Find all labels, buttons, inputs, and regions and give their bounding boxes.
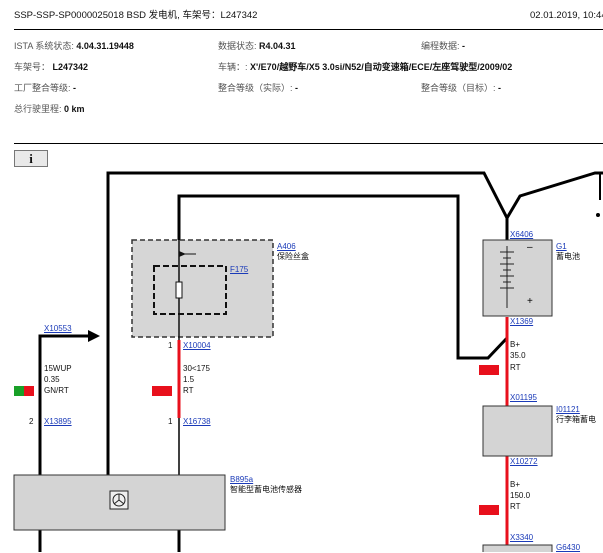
wire-spec: 30<175 xyxy=(183,364,210,373)
f175-fuse xyxy=(153,265,227,315)
wire-spec: 1.5 xyxy=(183,375,195,384)
wire-spec: 35.0 xyxy=(510,351,526,360)
wire-spec: 15WUP xyxy=(44,364,72,373)
swatch-red-1 xyxy=(152,386,172,396)
wire-spec: RT xyxy=(183,386,194,395)
programming-data: 编程数据: - xyxy=(421,41,466,51)
component-g6430-link[interactable]: G6430 xyxy=(556,543,581,552)
component-g1-link[interactable]: G1 xyxy=(556,242,567,251)
fuse-element xyxy=(175,281,183,299)
wire-top-right xyxy=(505,171,603,219)
a406-fuse-box xyxy=(131,239,274,338)
pin-label: 1 xyxy=(168,417,173,426)
red-wires xyxy=(177,317,509,545)
component-i01121-link[interactable]: I01121 xyxy=(556,405,580,414)
connector-x10004[interactable]: X10004 xyxy=(183,341,211,350)
battery-symbol xyxy=(500,246,514,308)
battery-minus: – xyxy=(527,242,533,253)
wire-spec: B+ xyxy=(510,480,521,489)
wire-top-loop xyxy=(106,171,509,475)
target-level: 整合等级（目标）: - xyxy=(421,83,502,93)
g6430-box xyxy=(482,544,553,552)
pin-label: 1 xyxy=(168,341,173,350)
connector-x16738[interactable]: X16738 xyxy=(183,417,211,426)
wire-spec: B+ xyxy=(510,340,521,349)
component-b895a-link[interactable]: B895a xyxy=(230,475,254,484)
connector-x13895[interactable]: X13895 xyxy=(44,417,72,426)
factory-level: 工厂整合等级: - xyxy=(14,83,77,93)
wire-spec: 150.0 xyxy=(510,491,531,500)
connector-x10272[interactable]: X10272 xyxy=(510,457,538,466)
info-button[interactable]: i xyxy=(14,150,48,167)
sensor-icon-leg-r xyxy=(118,499,125,505)
g1-battery-box xyxy=(482,239,553,317)
swatch-red-3 xyxy=(479,505,499,515)
page-title: SSP-SSP-SP0000025018 BSD 发电机, 车架号：L24734… xyxy=(14,10,258,21)
swatch-green xyxy=(14,386,24,396)
swatch-red-grn xyxy=(24,386,34,396)
info-icon: i xyxy=(29,150,33,166)
vehicle: 车辆：: X'/E70/越野车/X5 3.0si/N52/自动变速箱/ECE/左… xyxy=(218,62,513,72)
wire-spec: GN/RT xyxy=(44,386,69,395)
x10553-arrow xyxy=(88,330,100,342)
swatch-red-2 xyxy=(479,365,499,375)
sensor-icon-leg-l xyxy=(113,499,120,505)
battery-plus: + xyxy=(527,296,533,307)
connector-x1369[interactable]: X1369 xyxy=(510,317,534,326)
i01121-box xyxy=(482,405,553,457)
connector-x6406[interactable]: X6406 xyxy=(510,230,534,239)
vin: 车架号： L247342 xyxy=(14,62,89,72)
connector-x10553[interactable]: X10553 xyxy=(44,324,72,333)
component-b895a-name: 智能型蓄电池传感器 xyxy=(230,485,302,494)
component-g1-name: 蓄电池 xyxy=(556,252,580,261)
pin-label: 2 xyxy=(29,417,34,426)
ista-status: ISTA 系统状态: 4.04.31.19448 xyxy=(14,41,134,51)
connector-x01195[interactable]: X01195 xyxy=(510,393,537,402)
actual-level: 整合等级（实际）: - xyxy=(218,83,299,93)
header-divider xyxy=(14,29,603,30)
component-a406-name: 保险丝盒 xyxy=(277,252,309,261)
component-f175-link[interactable]: F175 xyxy=(230,265,249,274)
wire-spec: RT xyxy=(510,363,521,372)
mileage: 总行驶里程: 0 km xyxy=(14,104,85,114)
wire-fuse-feed xyxy=(177,194,509,360)
component-i01121-name: 行李箱蓄电 xyxy=(556,415,596,424)
info-divider xyxy=(14,143,603,144)
wire-dot xyxy=(596,213,600,217)
wire-spec: 0.35 xyxy=(44,375,60,384)
header-datetime: 02.01.2019, 10:44 xyxy=(530,10,603,21)
data-status: 数据状态: R4.04.31 xyxy=(218,41,296,51)
connector-x3340[interactable]: X3340 xyxy=(510,533,534,542)
wire-x10553 xyxy=(38,334,88,475)
wire-spec: RT xyxy=(510,502,521,511)
component-a406-link[interactable]: A406 xyxy=(277,242,296,251)
